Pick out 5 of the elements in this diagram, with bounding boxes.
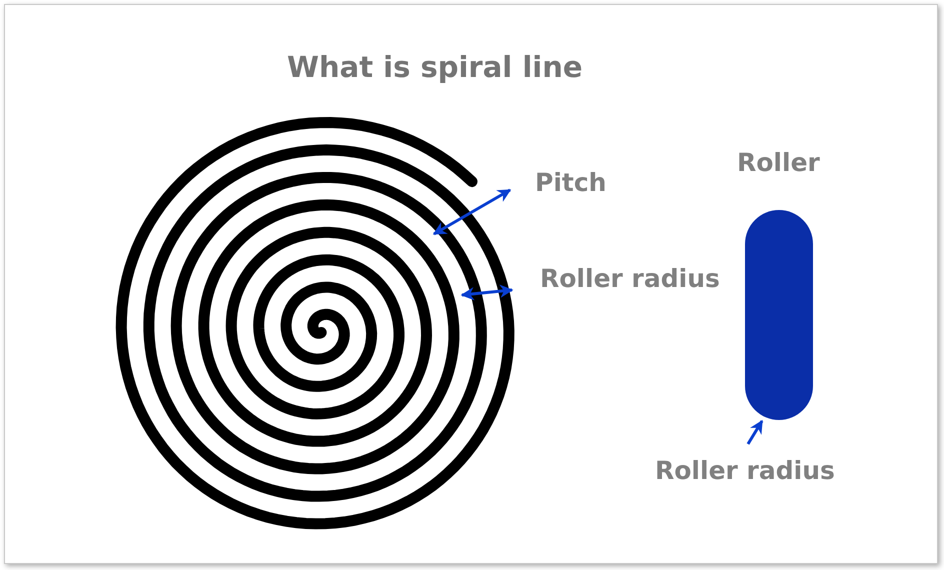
roller-label: Roller bbox=[737, 148, 820, 177]
label-text: Roller radius bbox=[655, 456, 835, 485]
label-text: Pitch bbox=[535, 168, 606, 197]
diagram-title: What is spiral line bbox=[287, 50, 583, 84]
label-text: Roller radius bbox=[540, 264, 720, 293]
